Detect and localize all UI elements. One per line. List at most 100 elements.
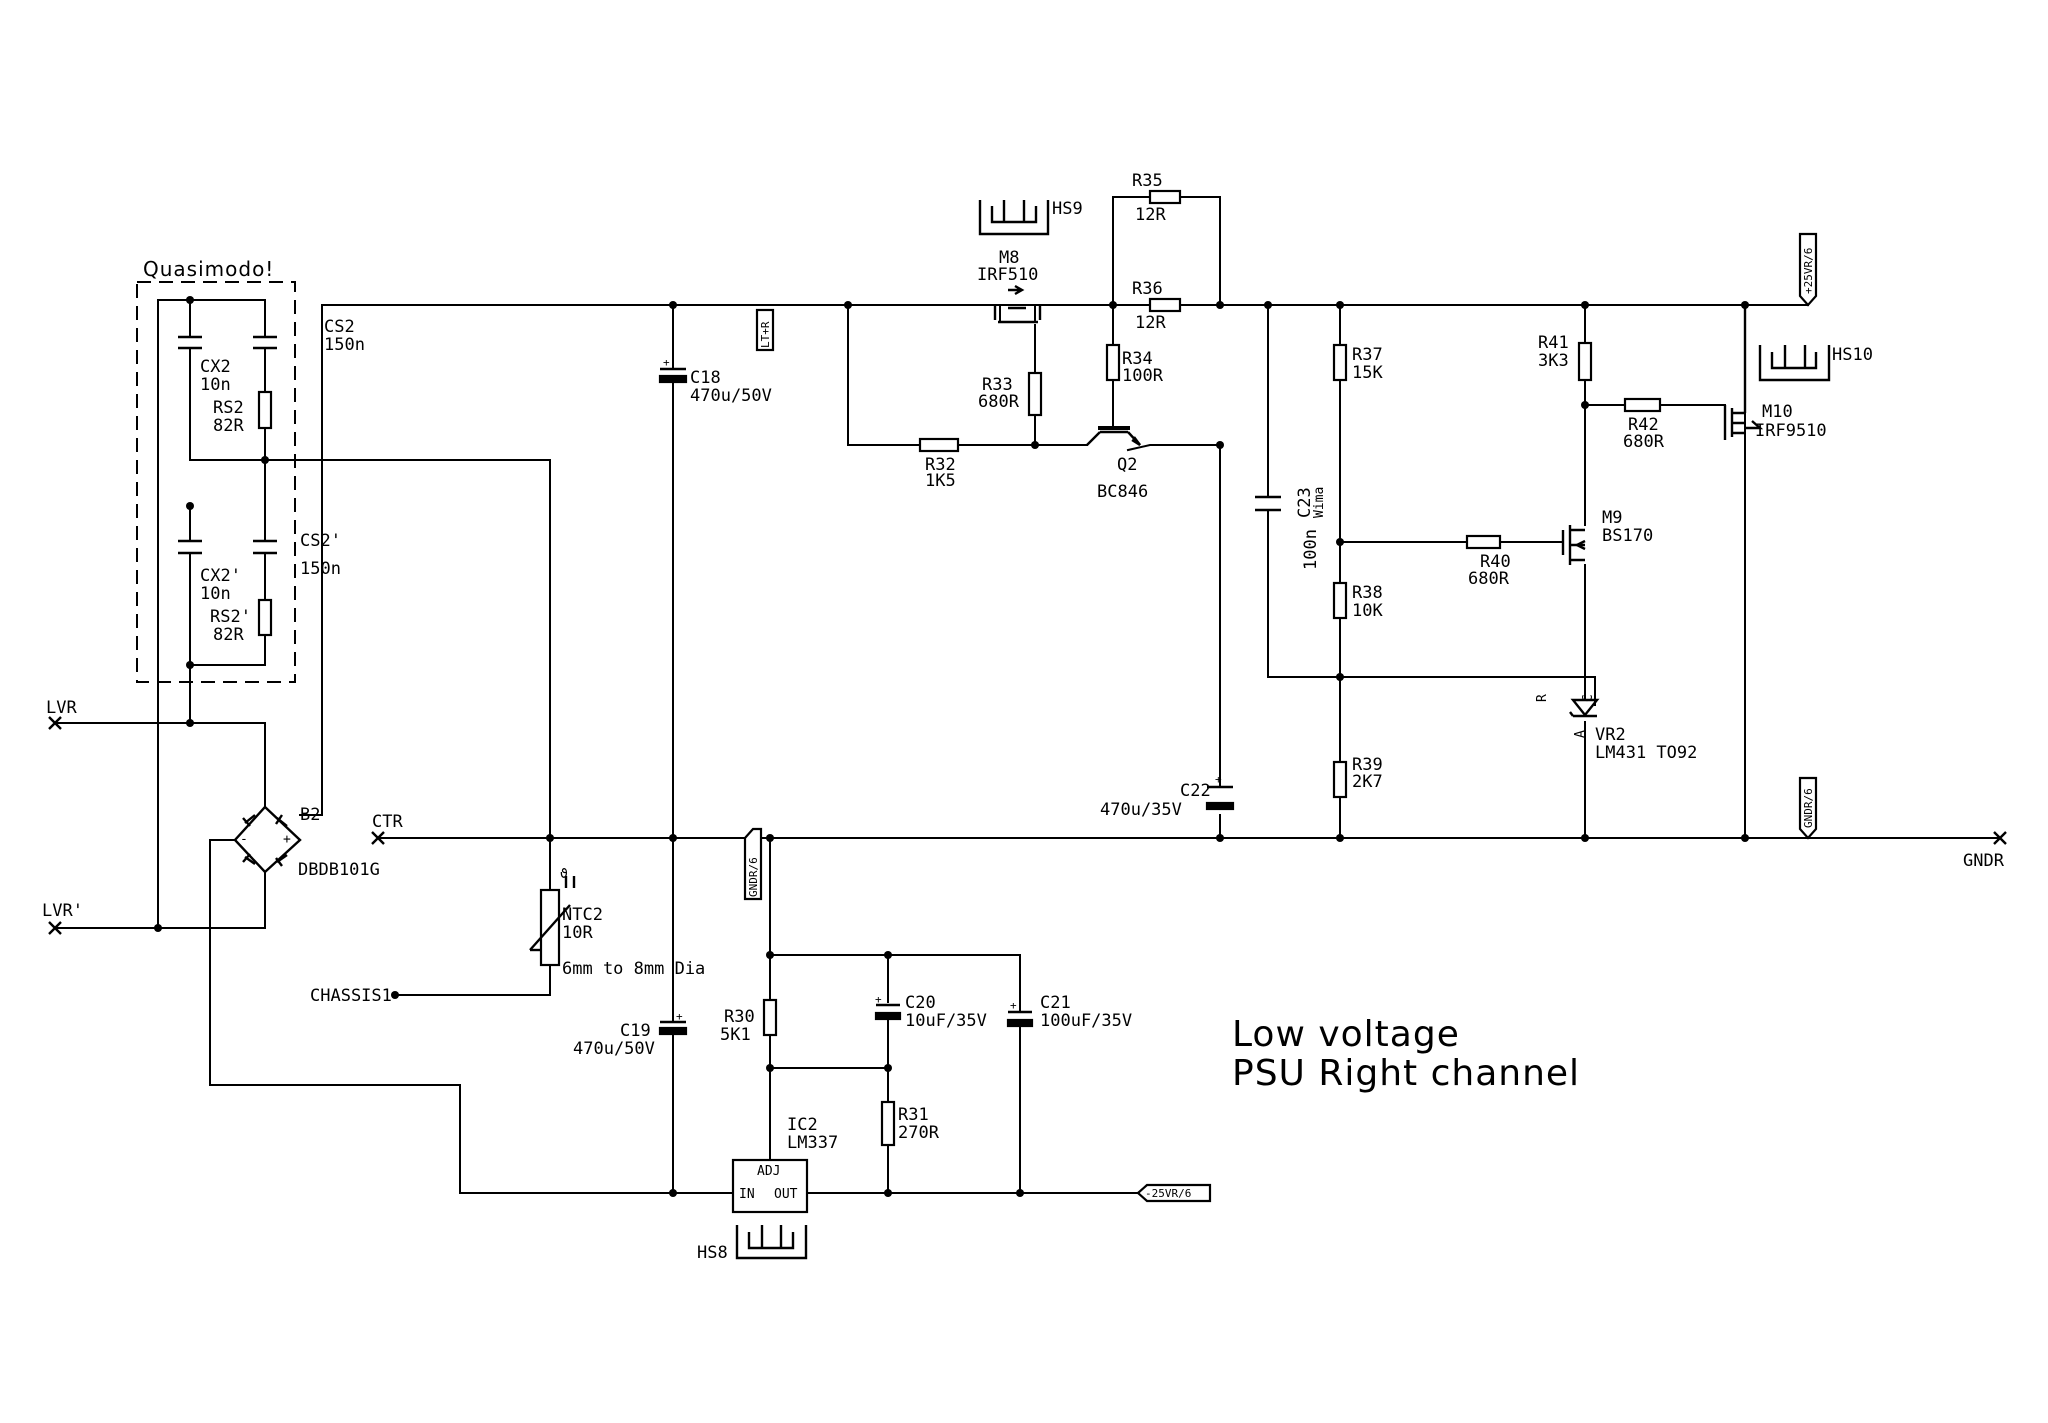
cx2-prime-capacitor: CX2' 10n [178,539,277,604]
svg-text:CX2: CX2 [200,357,231,377]
schematic-title: Low voltage PSU Right channel [1232,1014,1579,1094]
svg-text:NTC2: NTC2 [562,905,603,925]
hs10-heatsink: HS10 [1758,345,1873,382]
c19-capacitor: + C19 470u/50V [573,1010,688,1059]
lt-r-flag: LT+R [755,308,775,352]
c23-capacitor: C23 Wima 100n [1255,487,1327,570]
svg-text:R33: R33 [982,375,1013,395]
svg-text:10uF/35V: 10uF/35V [905,1011,987,1031]
b2-bridge-rectifier: + - B2 DBDB101G [233,805,380,880]
svg-text:100uF/35V: 100uF/35V [1040,1011,1132,1031]
svg-text:-25VR/6: -25VR/6 [1145,1187,1191,1200]
svg-text:C20: C20 [905,993,936,1013]
svg-text:LM431 TO92: LM431 TO92 [1595,743,1697,763]
svg-text:150n: 150n [300,559,341,579]
gndr6-flag-left: GNDR/6 [743,827,763,901]
svg-text:BS170: BS170 [1602,526,1653,546]
svg-text:C18: C18 [690,368,721,388]
svg-text:ADJ: ADJ [757,1164,780,1179]
svg-text:CTR: CTR [372,812,403,832]
svg-text:R36: R36 [1132,279,1163,299]
svg-text:LVR: LVR [46,698,77,718]
svg-text:470u/35V: 470u/35V [1100,800,1182,820]
c22-capacitor: + C22 470u/35V [1100,773,1235,820]
r31-resistor: R31 270R [880,1100,940,1147]
svg-text:12R: 12R [1135,313,1166,333]
svg-text:+: + [283,832,291,847]
svg-text:OUT: OUT [774,1187,798,1202]
svg-text:LT+R: LT+R [759,321,772,348]
rs2-resistor: RS2 82R [213,390,273,436]
svg-text:R34: R34 [1122,349,1153,369]
r37-resistor: R37 15K [1332,343,1383,383]
ntc2-thermistor: ϑ NTC2 10R 6mm to 8mm Dia [529,867,705,979]
vr2-shunt-regulator: R A C VR2 LM431 TO92 [1535,694,1697,763]
c20-capacitor: + C20 10uF/35V [874,993,987,1031]
r42-resistor: R42 680R [1623,397,1665,452]
svg-text:10K: 10K [1352,601,1383,621]
svg-text:VR2: VR2 [1595,725,1626,745]
svg-text:CS2: CS2 [324,317,355,337]
wires [54,196,2001,1194]
m8-mosfet: M8 IRF510 [977,248,1042,324]
m9-mosfet: M9 BS170 [1561,508,1653,565]
svg-text:GNDR: GNDR [1963,851,2005,871]
chassis-terminal: CHASSIS1 [310,986,392,1006]
svg-text:M8: M8 [999,248,1019,268]
r40-resistor: R40 680R [1465,534,1511,589]
r30-resistor: R30 5K1 [720,998,778,1045]
svg-text:HS10: HS10 [1832,345,1873,365]
svg-text:470u/50V: 470u/50V [690,386,772,406]
gndr-terminal: GNDR [1963,831,2007,871]
svg-text:R31: R31 [898,1105,929,1125]
svg-text:M9: M9 [1602,508,1622,528]
rs2-prime-resistor: RS2' 82R [210,598,273,645]
cx2-capacitor: CX2 10n [178,335,277,395]
svg-text:6mm to 8mm Dia: 6mm to 8mm Dia [562,959,705,979]
svg-text:5K1: 5K1 [720,1025,751,1045]
q2-transistor: Q2 BC846 [1086,426,1148,502]
svg-text:CS2': CS2' [300,531,341,551]
svg-text:R: R [1535,694,1550,702]
neg25-flag: -25VR/6 [1136,1183,1212,1203]
r39-resistor: R39 2K7 [1332,755,1383,799]
lvr-prime-terminal: LVR' [42,901,83,935]
r33-resistor: R33 680R [978,371,1043,417]
svg-text:DBDB101G: DBDB101G [298,860,380,880]
r36-resistor: R36 12R [1132,279,1182,333]
svg-text:R42: R42 [1628,415,1659,435]
svg-text:C19: C19 [620,1021,651,1041]
svg-text:ϑ: ϑ [560,867,568,882]
svg-text:Wima: Wima [1312,487,1327,518]
svg-text:IN: IN [739,1187,755,1202]
svg-text:+: + [875,993,882,1006]
svg-text:BC846: BC846 [1097,482,1148,502]
svg-text:B2: B2 [300,805,320,825]
svg-text:680R: 680R [978,392,1020,412]
svg-text:CX2': CX2' [200,566,241,586]
svg-text:R41: R41 [1538,333,1569,353]
svg-text:R35: R35 [1132,171,1163,191]
svg-text:IC2: IC2 [787,1115,818,1135]
svg-text:R32: R32 [925,455,956,475]
junction-dots [154,296,1749,1197]
svg-text:+: + [1215,773,1222,786]
lvr-terminal: LVR [46,698,77,730]
svg-text:LM337: LM337 [787,1133,838,1153]
svg-text:Quasimodo!: Quasimodo! [143,257,274,281]
hs9-heatsink: HS9 [978,199,1083,236]
svg-text:R39: R39 [1352,755,1383,775]
svg-text:10n: 10n [200,375,231,395]
svg-text:+: + [663,356,670,369]
svg-text:1K5: 1K5 [925,471,956,491]
hs8-heatsink: HS8 [697,1225,808,1263]
svg-text:HS9: HS9 [1052,199,1083,219]
r34-resistor: R34 100R [1105,343,1164,386]
svg-text:RS2': RS2' [210,607,251,627]
svg-text:HS8: HS8 [697,1243,728,1263]
svg-text:100n: 100n [1301,529,1321,570]
svg-text:GNDR/6: GNDR/6 [1802,788,1815,828]
r35-resistor: R35 12R [1132,171,1182,225]
svg-text:R40: R40 [1480,552,1511,572]
